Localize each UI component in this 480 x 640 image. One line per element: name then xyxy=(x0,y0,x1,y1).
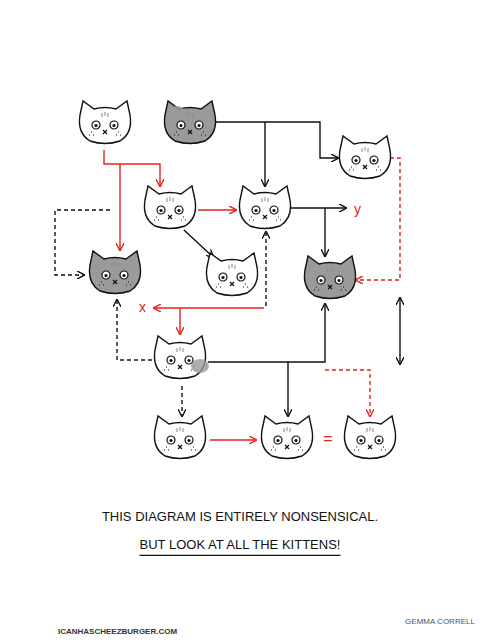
caption-line: THIS DIAGRAM IS ENTIRELY NONSENSICAL. xyxy=(102,510,378,524)
kitten-face xyxy=(164,101,215,144)
kitten-face xyxy=(144,186,195,229)
arrow-line xyxy=(287,362,288,416)
red-arrow xyxy=(179,308,180,334)
kitten-face xyxy=(206,253,257,296)
dashed-arrow xyxy=(117,300,152,360)
double-arrow xyxy=(399,298,400,364)
arrow-line xyxy=(264,122,265,186)
arrow-line xyxy=(184,230,213,257)
kitten-face xyxy=(239,186,290,229)
artist-signature: GEMMA CORRELL xyxy=(405,618,475,627)
red-arrow xyxy=(154,307,264,308)
variable-label: x xyxy=(139,300,146,315)
arrow-line xyxy=(216,122,338,158)
kitten-face xyxy=(344,416,395,459)
arrow-line xyxy=(324,208,325,256)
kitten-face xyxy=(154,416,205,459)
red-arrow xyxy=(198,209,236,210)
dashed-arrow xyxy=(265,232,266,306)
red-arrow xyxy=(104,150,160,186)
watermark: ICANHASCHEEZBURGER.COM xyxy=(58,628,177,637)
fur-patch xyxy=(169,106,185,118)
arrow-line xyxy=(291,207,346,208)
equals-sign: = xyxy=(323,430,332,448)
variable-label: y xyxy=(354,202,361,217)
kitten-face xyxy=(339,136,390,179)
fur-patch xyxy=(191,359,209,373)
red-arrow xyxy=(119,164,120,250)
kitten-face xyxy=(89,251,140,294)
red-arrow xyxy=(210,439,256,440)
arrow-line xyxy=(208,304,325,362)
red-dashed-arrow xyxy=(325,370,370,416)
kitten-face xyxy=(304,256,355,299)
kitten-face xyxy=(261,416,312,459)
kitten-face xyxy=(79,101,130,144)
dashed-arrow xyxy=(181,386,182,416)
caption-underline xyxy=(140,555,341,556)
caption-line: BUT LOOK AT ALL THE KITTENS! xyxy=(140,538,341,552)
